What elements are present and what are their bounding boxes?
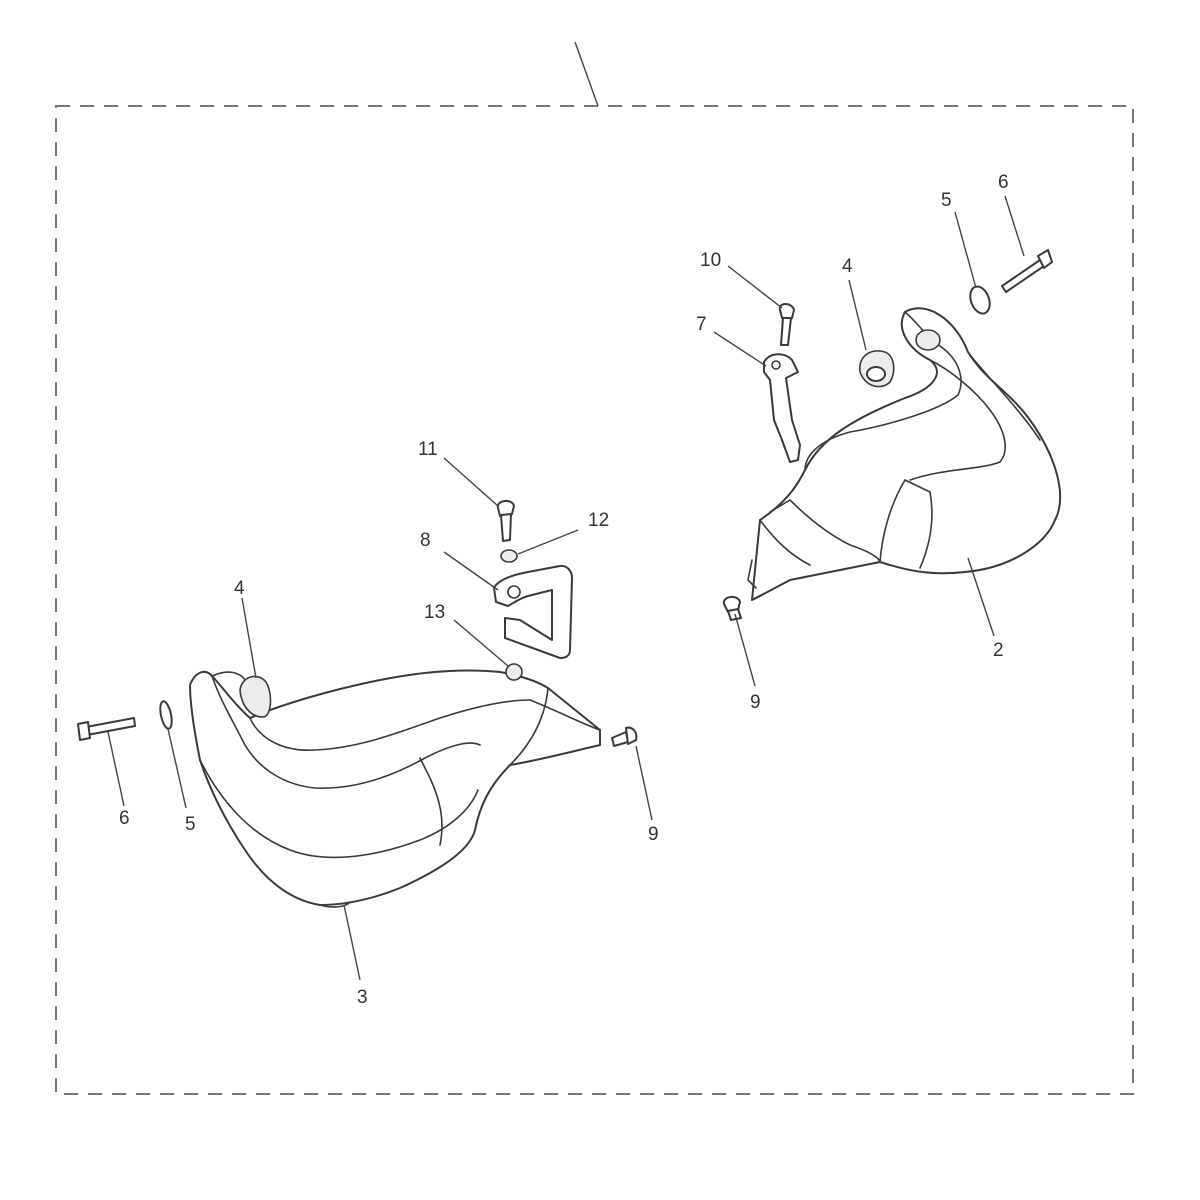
callout-13: 13 <box>424 602 445 623</box>
washer-5-right <box>969 285 991 315</box>
callout-6-left: 6 <box>119 808 130 829</box>
callout-10: 10 <box>700 250 721 271</box>
screw-9-right <box>722 596 742 621</box>
callout-12: 12 <box>588 510 609 531</box>
grommet-4-left <box>239 675 272 718</box>
callout-11: 11 <box>418 439 438 460</box>
washer-12 <box>500 549 518 563</box>
callout-3: 3 <box>357 987 368 1008</box>
callout-5-right: 5 <box>941 190 952 211</box>
callout-9-right: 9 <box>750 692 761 713</box>
kit-boundary-frame <box>55 105 1134 1095</box>
screw-11 <box>496 500 515 542</box>
bolt-6-right <box>1001 249 1053 293</box>
kit-leader-line <box>574 41 599 107</box>
callout-5-left: 5 <box>185 814 196 835</box>
hand-guard-right <box>747 307 1062 601</box>
callout-4-left: 4 <box>234 578 245 599</box>
callout-2: 2 <box>993 640 1004 661</box>
bracket-8 <box>493 564 573 659</box>
washer-5-left <box>159 700 173 730</box>
callout-6-right: 6 <box>998 172 1009 193</box>
screw-10 <box>778 303 795 346</box>
callout-8: 8 <box>420 530 431 551</box>
screw-9-left <box>611 726 638 747</box>
hand-guard-left <box>189 669 601 908</box>
grommet-4-right <box>859 350 895 388</box>
nut-13 <box>505 663 523 681</box>
bracket-7 <box>763 353 801 463</box>
callout-4-right: 4 <box>842 256 853 277</box>
bolt-6-left <box>77 717 136 741</box>
callout-7: 7 <box>696 314 707 335</box>
callout-9-left: 9 <box>648 824 659 845</box>
